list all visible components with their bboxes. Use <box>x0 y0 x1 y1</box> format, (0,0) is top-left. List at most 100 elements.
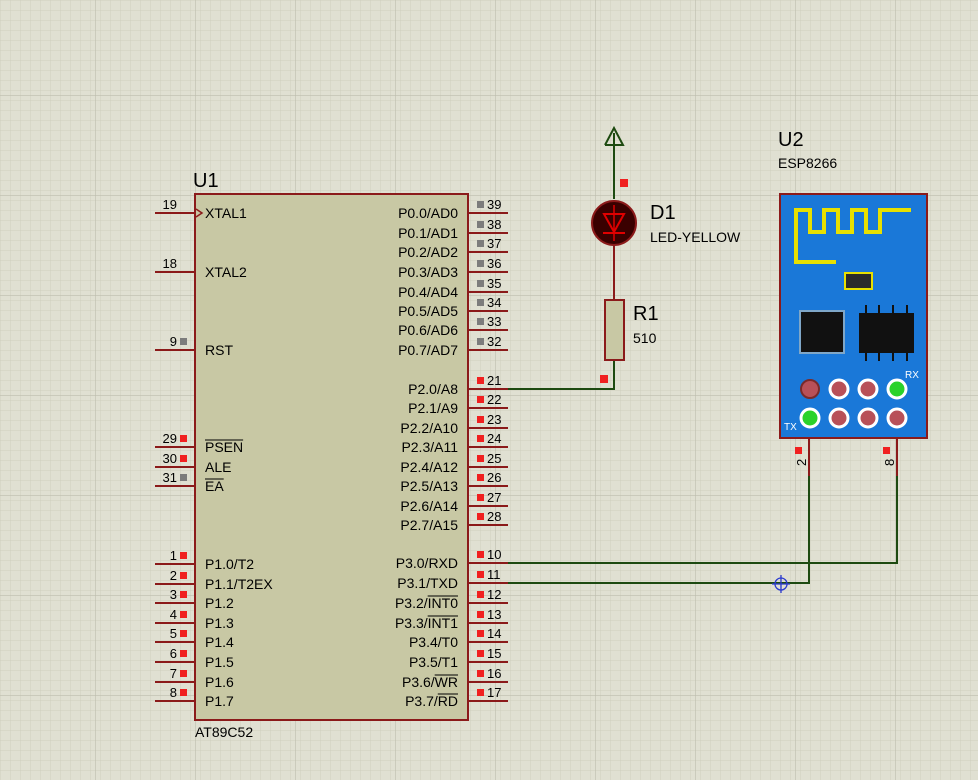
u1-pin-4[interactable]: 4P1.3 <box>155 607 234 631</box>
pin-state-marker <box>180 474 187 481</box>
u1-pin-6[interactable]: 6P1.5 <box>155 646 234 670</box>
pin-name: P3.7/RD <box>405 693 458 709</box>
esp-small-chip-icon <box>844 272 873 290</box>
pin-state-marker <box>477 513 484 520</box>
pin-number: 7 <box>170 666 177 681</box>
pin-state-marker <box>477 689 484 696</box>
u2-pin-leads <box>808 439 898 476</box>
pin-state-marker <box>477 551 484 558</box>
r1-resistor[interactable]: R1 510 <box>600 299 659 383</box>
u1-pin-5[interactable]: 5P1.4 <box>155 626 234 650</box>
pin-name: P1.5 <box>205 654 234 670</box>
wire-rxd-u2-pin8[interactable] <box>508 475 898 564</box>
esp-pin-icon <box>800 379 820 399</box>
pin-name: P2.0/A8 <box>408 381 458 397</box>
pin-state-marker <box>477 396 484 403</box>
pin-number: 16 <box>487 666 501 681</box>
esp-main-chip-icon <box>799 310 845 354</box>
pin-state-marker <box>477 416 484 423</box>
pin-state-marker <box>180 630 187 637</box>
wire-junction-marker <box>772 575 790 593</box>
u1-microcontroller[interactable]: U1 AT89C52 19XTAL118XTAL29RST29PSEN30ALE… <box>155 170 508 740</box>
u1-pin-1[interactable]: 1P1.0/T2 <box>155 548 254 572</box>
esp-tx-label: TX <box>784 422 797 433</box>
power-terminal-icon <box>604 125 625 199</box>
wire-p20-r1[interactable] <box>508 360 615 390</box>
esp-rx-label: RX <box>905 370 919 381</box>
u1-pin-2[interactable]: 2P1.1/T2EX <box>155 568 273 592</box>
pin-name: P2.7/A15 <box>400 517 458 533</box>
pin-name: P0.7/AD7 <box>398 342 458 358</box>
pin-name: P0.2/AD2 <box>398 244 458 260</box>
diode-symbol-icon <box>602 205 626 241</box>
pin-name: PSEN <box>205 439 243 455</box>
u1-body[interactable] <box>194 193 469 721</box>
u2-esp8266-module[interactable]: U2 ESP8266 RX TX <box>778 129 928 476</box>
pin-state-marker <box>180 670 187 677</box>
u2-pin2-number: 2 <box>794 459 809 466</box>
pin-number: 5 <box>170 626 177 641</box>
pin-name: ALE <box>205 459 231 475</box>
pin-number: 31 <box>163 470 177 485</box>
pin-name: P3.5/T1 <box>409 654 458 670</box>
u1-pin-7[interactable]: 7P1.6 <box>155 666 234 690</box>
u1-pin-3[interactable]: 3P1.2 <box>155 587 234 611</box>
d1-led[interactable]: D1 LED-YELLOW <box>591 125 741 300</box>
wires <box>508 360 898 584</box>
pin-state-marker <box>477 377 484 384</box>
u2-pin8-marker <box>883 447 890 454</box>
pin-number: 6 <box>170 646 177 661</box>
r1-body[interactable] <box>604 299 625 361</box>
pin-number: 14 <box>487 626 501 641</box>
pin-name: P0.5/AD5 <box>398 303 458 319</box>
pin-number: 36 <box>487 256 501 271</box>
pin-name: P2.4/A12 <box>400 459 458 475</box>
u1-ref-label: U1 <box>193 170 219 192</box>
pin-name: P0.0/AD0 <box>398 205 458 221</box>
pin-name: P1.3 <box>205 615 234 631</box>
wire-txd-u2-pin2[interactable] <box>508 475 810 584</box>
pin-name: P1.2 <box>205 595 234 611</box>
pin-number: 34 <box>487 295 501 310</box>
pin-number: 24 <box>487 431 501 446</box>
esp-pin-icon <box>857 378 879 400</box>
pin-number: 17 <box>487 685 501 700</box>
antenna-trace-icon <box>794 208 911 250</box>
pin-number: 4 <box>170 607 177 622</box>
pin-state-marker <box>180 650 187 657</box>
pin-state-marker <box>180 338 187 345</box>
u1-pin-8[interactable]: 8P1.7 <box>155 685 234 709</box>
pin-state-marker <box>477 201 484 208</box>
